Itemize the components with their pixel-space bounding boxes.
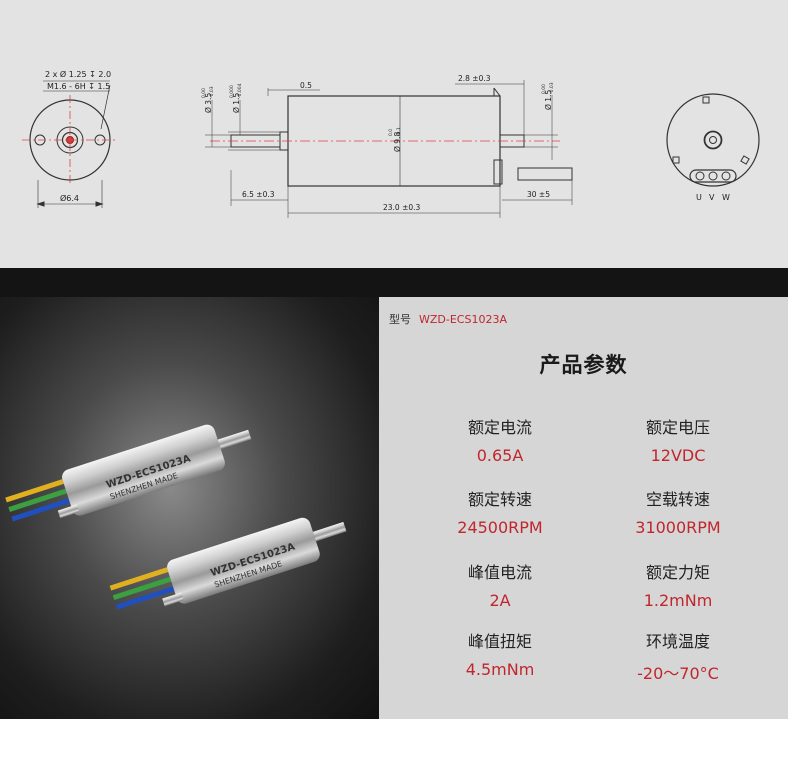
pin-u: U (696, 193, 702, 202)
param-rated-speed: 额定转速 24500RPM (420, 486, 580, 537)
product-photo: WZD-ECS1023A SHENZHEN MADE WZD-ECS1023A … (0, 297, 379, 719)
param-peak-current: 峰值电流 2A (420, 559, 580, 610)
motors-illustration: WZD-ECS1023A SHENZHEN MADE WZD-ECS1023A … (5, 424, 347, 610)
shaft-tol-top: 0.000 (229, 85, 235, 98)
body-tol-top: 0.0 (388, 129, 394, 136)
param-label: 额定力矩 (645, 563, 710, 582)
motor-2: WZD-ECS1023A SHENZHEN MADE (109, 517, 347, 610)
rear-shaft-diameter: Ø 1.5 (544, 90, 553, 110)
param-label: 环境温度 (645, 632, 710, 651)
param-value: 0.65A (476, 446, 524, 465)
left-note-1: 2 x Ø 1.25 ↧ 2.0 (45, 69, 111, 79)
spec-panel: 型号 WZD-ECS1023A 产品参数 额定电流 0.65A 额定电压 12VD… (379, 297, 788, 719)
model-line: 型号 WZD-ECS1023A (389, 311, 507, 327)
param-label: 额定电流 (467, 418, 532, 437)
pin-w: W (722, 193, 730, 202)
motor-1: WZD-ECS1023A SHENZHEN MADE (5, 424, 252, 522)
model-label: 型号 (389, 313, 411, 326)
right-end-view (666, 93, 760, 187)
param-value: 4.5mNm (465, 660, 535, 679)
param-peak-torque: 峰值扭矩 4.5mNm (420, 628, 580, 679)
model-value: WZD-ECS1023A (419, 313, 507, 326)
param-value: 31000RPM (635, 518, 721, 537)
body-diameter: Ø 9.8 (393, 132, 402, 152)
param-rated-torque: 额定力矩 1.2mNm (598, 559, 758, 610)
pin-v: V (709, 193, 715, 202)
param-label: 空载转速 (645, 490, 710, 509)
param-label: 额定电压 (645, 418, 710, 437)
param-value: 2A (489, 591, 511, 610)
separator-band (0, 268, 788, 297)
param-rated-voltage: 额定电压 12VDC (598, 414, 758, 465)
param-value: -20～70°C (637, 664, 719, 683)
panel-title: 产品参数 (539, 353, 628, 377)
rear-tol-top: 0.00 (541, 84, 547, 94)
flange-dim: 0.5 (300, 81, 312, 90)
param-value: 1.2mNm (643, 591, 713, 610)
param-label: 额定转速 (467, 490, 532, 509)
boss-tol-top: 0.00 (201, 88, 207, 98)
param-label: 峰值电流 (467, 563, 532, 582)
technical-drawing: 2 x Ø 1.25 ↧ 2.0 M1.6 - 6H ↧ 1.5 Ø6.4 (0, 0, 788, 268)
param-label: 峰值扭矩 (467, 632, 532, 651)
left-note-2: M1.6 - 6H ↧ 1.5 (47, 82, 110, 91)
boss-diameter: Ø 3.5 (204, 93, 213, 113)
body-length: 23.0 ±0.3 (383, 203, 421, 212)
boss-tol-bottom: -0.03 (209, 86, 215, 98)
param-value: 12VDC (650, 446, 706, 465)
drawing-svg: 2 x Ø 1.25 ↧ 2.0 M1.6 - 6H ↧ 1.5 Ø6.4 (22, 69, 760, 218)
rear-tol-bottom: -0.03 (549, 82, 555, 94)
shaft-tol-bottom: -0.004 (237, 83, 243, 98)
shaft-diameter: Ø 1.5 (232, 93, 241, 113)
side-view (205, 80, 573, 218)
left-end-view (22, 80, 118, 208)
shaft-length: 6.5 ±0.3 (242, 190, 275, 199)
left-diameter: Ø6.4 (60, 193, 79, 203)
param-no-load-speed: 空载转速 31000RPM (598, 486, 758, 537)
param-ambient-temperature: 环境温度 -20～70°C (598, 628, 758, 684)
param-value: 24500RPM (457, 518, 543, 537)
param-rated-current: 额定电流 0.65A (420, 414, 580, 465)
rear-shaft-length: 2.8 ±0.3 (458, 74, 491, 83)
lead-length: 30 ±5 (527, 190, 550, 199)
bottom-strip (0, 719, 788, 764)
body-tol-bottom: -0.1 (396, 127, 402, 136)
